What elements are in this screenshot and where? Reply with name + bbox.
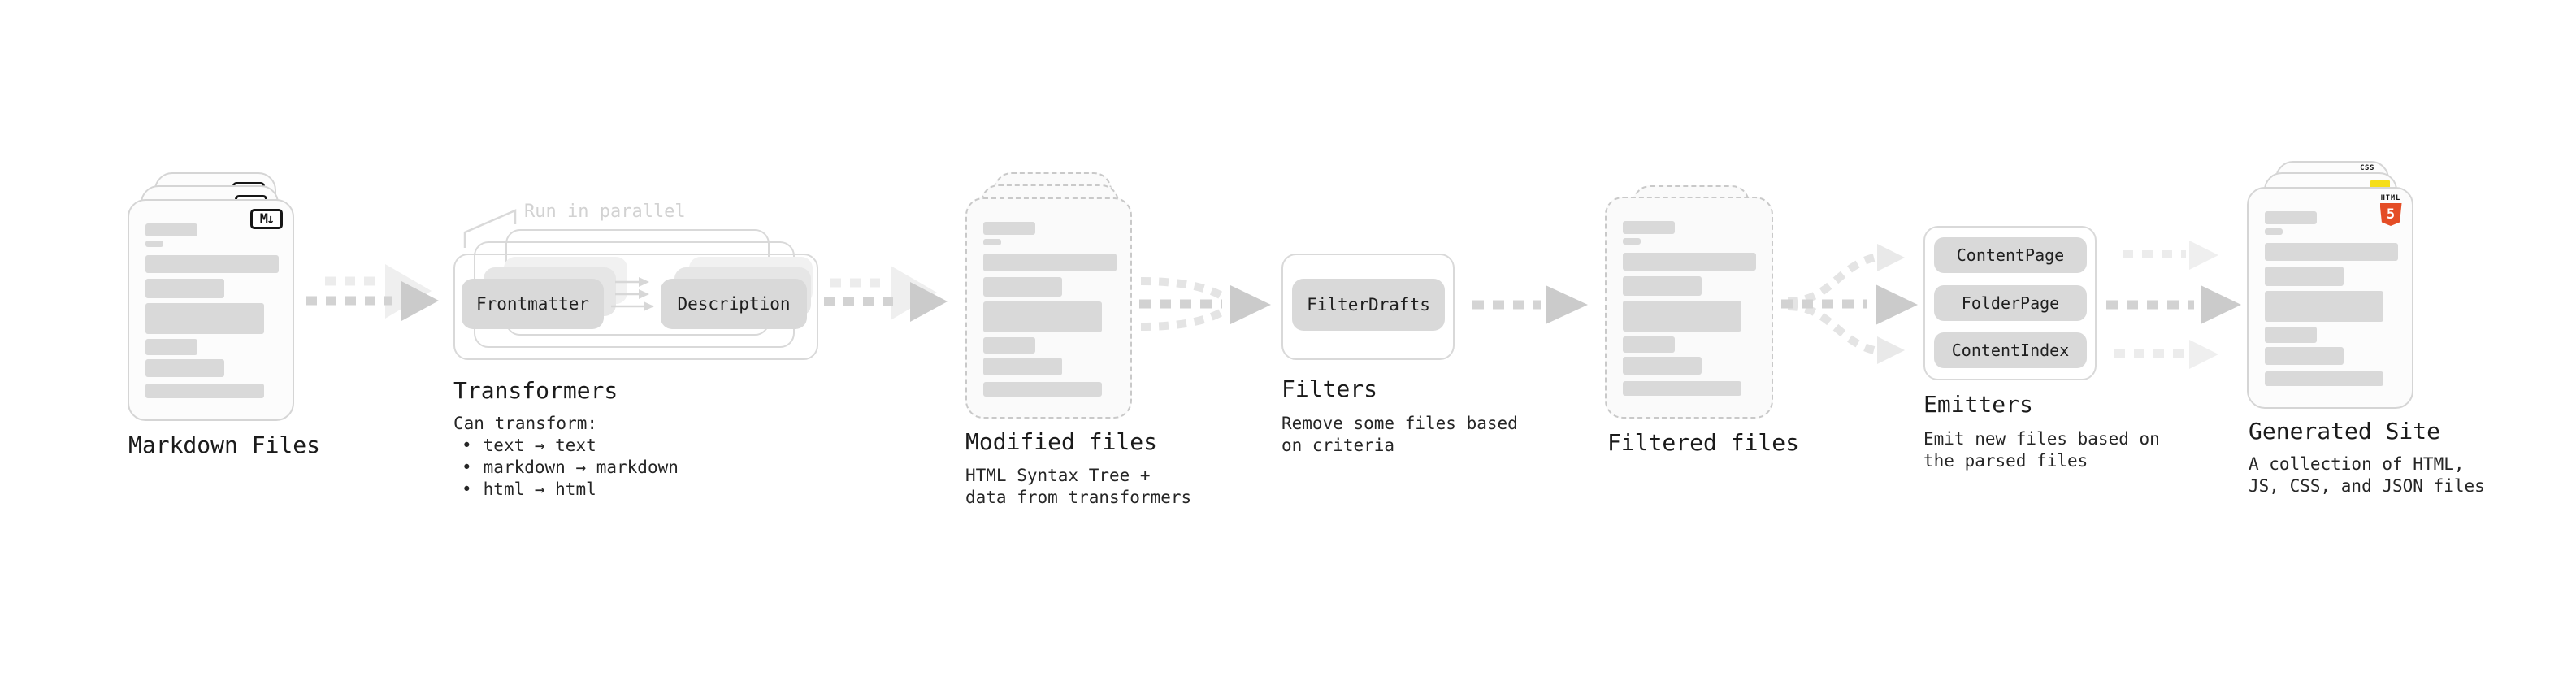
markdown-icon: M↓ [250, 209, 283, 229]
text-line-bar [983, 358, 1062, 375]
stage-label-emitters: Emitters [1923, 391, 2033, 418]
flow-arrow-modified-to-filters-merge [1139, 277, 1271, 331]
text-line-bar [983, 382, 1102, 397]
html5-icon-shield: 5 [2379, 203, 2402, 226]
css-icon-label: CSS [2360, 164, 2374, 172]
text-line-bar [983, 337, 1035, 354]
emitters-description: Emit new files based on the parsed files [1923, 428, 2160, 472]
text-line-bar [983, 222, 1035, 235]
stage-label-transformers: Transformers [453, 377, 618, 404]
text-line-bar [983, 301, 1102, 332]
stage-label-generated-site: Generated Site [2249, 418, 2441, 445]
stage-label-modified-files: Modified files [965, 428, 1158, 455]
html5-icon-label: HTML [2380, 194, 2401, 202]
markdown-icon-glyph: M↓ [259, 210, 275, 228]
stage-label-filtered-files: Filtered files [1607, 429, 1800, 456]
text-line-bar [145, 241, 163, 247]
text-line-bar [1623, 253, 1756, 271]
modified-file-card-front [965, 197, 1132, 419]
text-line-bar [2265, 347, 2344, 365]
transformer-container-front [453, 254, 818, 360]
text-line-bar [145, 279, 224, 298]
text-line-bar [1623, 221, 1675, 234]
text-line-bar [145, 303, 264, 334]
stage-label-markdown-files: Markdown Files [128, 432, 321, 458]
text-line-bar [145, 255, 279, 273]
contentpage-pill: ContentPage [1934, 237, 2087, 273]
text-line-bar [983, 277, 1062, 297]
text-line-bar [2265, 211, 2317, 224]
text-line-bar [1623, 357, 1702, 375]
generated-description: A collection of HTML, JS, CSS, and JSON … [2249, 453, 2485, 497]
text-line-bar [1623, 336, 1675, 353]
transformers-bullet-item: • text → text [453, 435, 679, 457]
html5-icon-number: 5 [2386, 206, 2396, 223]
javascript-icon [2370, 180, 2390, 189]
file-content-bars [983, 222, 1117, 397]
filterdrafts-pill: FilterDrafts [1292, 279, 1445, 331]
filters-desc-line: on criteria [1281, 436, 1395, 455]
flow-arrow-filters-to-filtered [1472, 285, 1588, 324]
modified-description: HTML Syntax Tree + data from transformer… [965, 465, 1191, 509]
text-line-bar [2265, 371, 2383, 386]
flow-arrow-markdown-to-transformers [306, 264, 439, 321]
bullet-icon: • [462, 458, 472, 477]
transformers-bullet-item: • html → html [453, 479, 679, 501]
emitters-desc-line: Emit new files based on [1923, 429, 2160, 449]
text-line-bar [145, 359, 224, 377]
bullet-text: text → text [483, 436, 596, 455]
text-line-bar [1623, 276, 1702, 296]
transformers-desc-title: Can transform: [453, 414, 598, 433]
flow-arrow-emitters-to-generated [2106, 241, 2241, 369]
text-line-bar [983, 254, 1117, 271]
modified-desc-line: data from transformers [965, 488, 1192, 507]
bullet-text: html → html [483, 479, 596, 499]
file-content-bars [2265, 211, 2398, 386]
markdown-file-card-front: M↓ [128, 199, 294, 421]
filtered-file-card-front [1605, 197, 1773, 419]
text-line-bar [2265, 243, 2398, 261]
transformers-description: Can transform: • text → text • markdown → … [453, 413, 679, 501]
flow-arrow-filtered-to-emitters-split [1781, 244, 1918, 364]
bullet-text: markdown → markdown [483, 458, 679, 477]
file-content-bars [1623, 221, 1756, 396]
description-pill: Description [661, 279, 807, 329]
text-line-bar [145, 384, 264, 398]
text-line-bar [2265, 327, 2317, 343]
text-line-bar [983, 239, 1001, 245]
modified-desc-line: HTML Syntax Tree + [965, 466, 1151, 485]
text-line-bar [1623, 381, 1741, 396]
file-content-bars [145, 223, 279, 398]
bullet-icon: • [462, 436, 472, 455]
generated-desc-line: A collection of HTML, [2249, 454, 2465, 474]
text-line-bar [2265, 228, 2283, 235]
text-line-bar [145, 339, 197, 355]
text-line-bar [2265, 291, 2383, 322]
emitters-desc-line: the parsed files [1923, 451, 2088, 471]
filters-desc-line: Remove some files based [1281, 414, 1518, 433]
text-line-bar [1623, 301, 1741, 332]
flow-arrow-transformers-to-modified [824, 266, 948, 322]
text-line-bar [145, 223, 197, 236]
generated-desc-line: JS, CSS, and JSON files [2249, 476, 2485, 496]
html5-icon: HTML 5 [2379, 194, 2402, 226]
run-in-parallel-note: Run in parallel [524, 202, 686, 222]
generated-html-file-card: HTML 5 [2247, 187, 2413, 409]
contentindex-pill: ContentIndex [1934, 332, 2087, 368]
stage-label-filters: Filters [1281, 375, 1378, 402]
text-line-bar [1623, 238, 1641, 245]
filters-description: Remove some files based on criteria [1281, 413, 1518, 457]
folderpage-pill: FolderPage [1934, 285, 2087, 321]
text-line-bar [2265, 267, 2344, 286]
frontmatter-pill: Frontmatter [462, 279, 604, 329]
bullet-icon: • [462, 479, 472, 499]
transformers-bullet-item: • markdown → markdown [453, 457, 679, 479]
